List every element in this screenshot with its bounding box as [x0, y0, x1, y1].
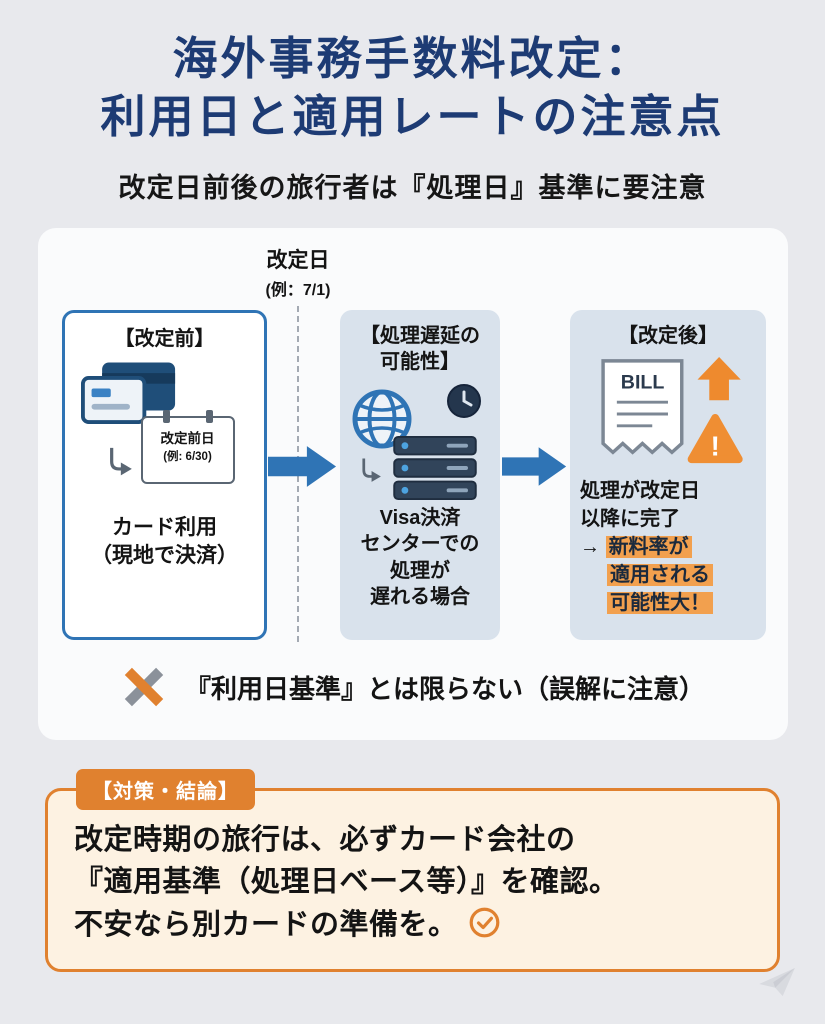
calendar-ring	[162, 410, 170, 423]
delay-box-icons	[350, 383, 490, 503]
revision-date-text: 改定日	[266, 249, 330, 272]
warning-exclamation: !	[711, 430, 720, 461]
delay-box-caption: Visa決済 センターでの 処理が 遅れる場合	[361, 505, 480, 611]
after-box-caption: 処理が改定日 以降に完了 → 新料率が 適用される 可能性大！	[580, 477, 756, 617]
calendar-ring	[205, 410, 213, 423]
before-box-caption: カード利用 （現地で決済）	[91, 514, 238, 571]
delay-caption-line4: 遅れる場合	[370, 586, 470, 609]
cross-icon	[124, 667, 164, 707]
curved-arrow-icon	[362, 458, 381, 482]
globe-icon	[352, 389, 412, 449]
delay-heading-line1: 【処理遅延の	[360, 325, 480, 347]
before-box-icons: 改定前日 (例: 6/30)	[75, 358, 255, 512]
delay-box-heading: 【処理遅延の 可能性】	[360, 323, 480, 375]
after-line2: 以降に完了	[580, 508, 680, 530]
calendar-date-example: (例: 6/30)	[163, 451, 212, 463]
before-box-heading: 【改定前】	[114, 328, 215, 350]
after-highlight3: 可能性大！	[607, 592, 713, 614]
before-caption-line1: カード利用	[112, 516, 217, 539]
caution-text: 『利用日基準』とは限らない（誤解に注意）	[184, 673, 705, 704]
flow-diagram-card: 改定日 (例：7/1) 【改定前】	[38, 228, 788, 740]
server-icon	[393, 435, 477, 501]
after-highlight2-row: 適用される	[580, 561, 756, 589]
processing-delay-box: 【処理遅延の 可能性】	[340, 310, 500, 640]
after-highlight2: 適用される	[607, 564, 713, 586]
delay-heading-line2: 可能性】	[380, 351, 460, 373]
conclusion-line3: 不安なら別カードの準備を。	[74, 908, 458, 941]
conclusion-text: 改定時期の旅行は、必ずカード会社の 『適用基準（処理日ベース等）』を確認。 不安…	[48, 791, 777, 946]
after-highlight1: 新料率が	[605, 536, 692, 558]
conclusion-line1: 改定時期の旅行は、必ずカード会社の	[74, 824, 576, 856]
revision-date-label: 改定日 (例：7/1)	[234, 244, 362, 300]
check-circle-icon	[469, 907, 499, 938]
delay-caption-line3: 処理が	[390, 559, 450, 582]
bill-warning-icon: BILL !	[601, 356, 743, 464]
flow-arrow-icon	[268, 446, 337, 487]
curved-arrow-icon	[109, 447, 132, 476]
after-revision-box: 【改定後】 BILL ! 処理が改定日 以降に完了 → 新料率が 適用される	[570, 310, 766, 640]
after-arrow-prefix: →	[580, 536, 606, 558]
after-line1: 処理が改定日	[580, 480, 700, 502]
delay-caption-line2: センターでの	[360, 533, 480, 556]
credit-card-icon	[80, 362, 175, 424]
title-line1: 海外事務手数料改定：	[172, 33, 653, 84]
paper-plane-watermark	[759, 968, 795, 997]
subtitle: 改定日前後の旅行者は『処理日』基準に要注意	[118, 173, 707, 203]
after-box-heading: 【改定後】	[618, 325, 718, 347]
bill-label: BILL	[621, 371, 665, 393]
delay-caption-line1: Visa決済	[379, 507, 461, 529]
calendar-label: 改定前日	[160, 431, 215, 446]
page-title: 海外事務手数料改定： 利用日と適用レートの注意点	[0, 30, 825, 145]
warning-triangle-icon	[687, 414, 743, 464]
after-highlight3-row: 可能性大！	[580, 589, 756, 617]
conclusion-card: 【対策・結論】 改定時期の旅行は、必ずカード会社の 『適用基準（処理日ベース等）…	[45, 769, 780, 972]
conclusion-badge: 【対策・結論】	[76, 769, 255, 810]
caution-note: 『利用日基準』とは限らない（誤解に注意）	[38, 664, 788, 710]
before-revision-box: 【改定前】 改定前日 (例: 6/30)	[62, 310, 267, 640]
up-arrow-icon	[697, 356, 741, 401]
before-caption-line2: （現地で決済）	[91, 544, 238, 568]
flow-arrow-icon	[502, 447, 567, 486]
after-box-icons: BILL !	[587, 355, 749, 475]
calendar-icon: 改定前日 (例: 6/30)	[140, 410, 235, 484]
title-line2: 利用日と適用レートの注意点	[100, 90, 725, 142]
conclusion-line2: 『適用基準（処理日ベース等）』を確認。	[74, 866, 619, 899]
revision-date-example: (例：7/1)	[265, 282, 331, 299]
clock-icon	[447, 384, 481, 418]
